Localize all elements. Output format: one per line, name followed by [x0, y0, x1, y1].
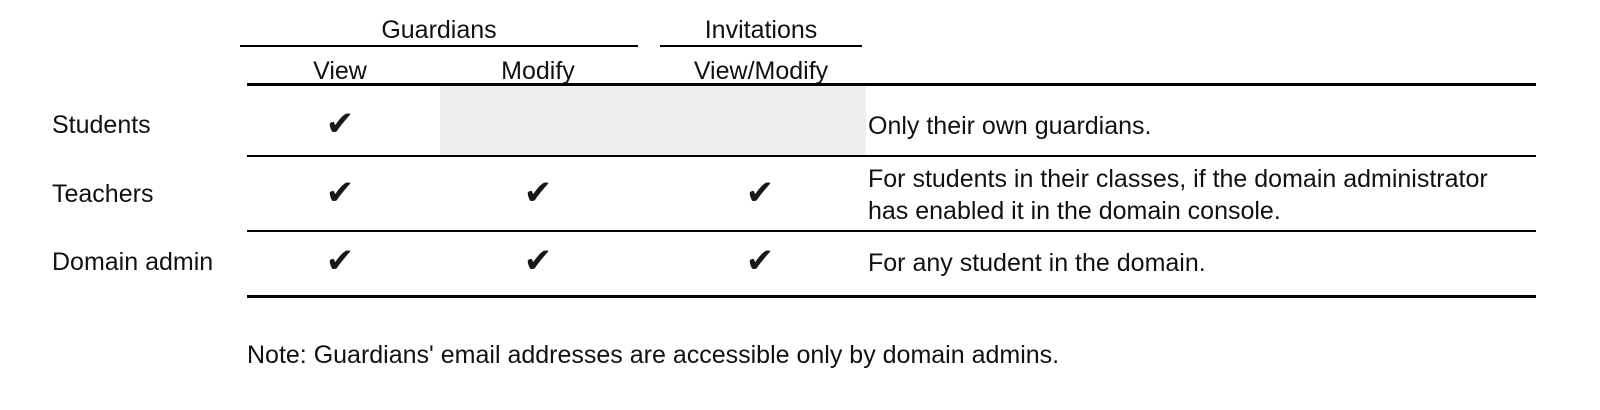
- description-line: has enabled it in the domain console.: [868, 197, 1281, 225]
- description-line: Only their own guardians.: [868, 112, 1152, 140]
- row-rule-1: [247, 155, 1536, 157]
- check-icon-teachers-view-modify: ✔: [745, 173, 775, 213]
- group-rule-guardians: [240, 45, 638, 47]
- column-header-view: View: [313, 57, 367, 85]
- check-icon-domain-admin-modify: ✔: [523, 241, 553, 281]
- column-header-view-modify: View/Modify: [693, 57, 829, 85]
- column-group-label-invitations: Invitations: [704, 16, 818, 44]
- check-icon-domain-admin-view: ✔: [325, 241, 355, 281]
- column-header-modify: Modify: [501, 57, 575, 85]
- check-icon-teachers-view: ✔: [325, 173, 355, 213]
- group-rule-invitations: [660, 45, 862, 47]
- table-top-rule: [247, 83, 1536, 86]
- column-group-label-guardians: Guardians: [381, 16, 497, 44]
- check-icon-domain-admin-view-modify: ✔: [745, 241, 775, 281]
- row-label-teachers: Teachers: [52, 180, 154, 208]
- description-students: Only their own guardians.: [868, 110, 1528, 142]
- row-rule-2: [247, 230, 1536, 232]
- description-line: For students in their classes, if the do…: [868, 165, 1488, 193]
- shaded-cell-students-modify-and-invitations: [440, 86, 866, 155]
- description-line: For any student in the domain.: [868, 249, 1206, 277]
- check-icon-students-view: ✔: [325, 104, 355, 144]
- row-label-students: Students: [52, 111, 151, 139]
- row-label-domain-admin: Domain admin: [52, 248, 214, 276]
- table-bottom-rule: [247, 295, 1536, 298]
- description-teachers: For students in their classes, if the do…: [868, 163, 1528, 227]
- footnote-text: Note: Guardians' email addresses are acc…: [247, 341, 1060, 369]
- check-icon-teachers-modify: ✔: [523, 173, 553, 213]
- description-domain-admin: For any student in the domain.: [868, 247, 1528, 279]
